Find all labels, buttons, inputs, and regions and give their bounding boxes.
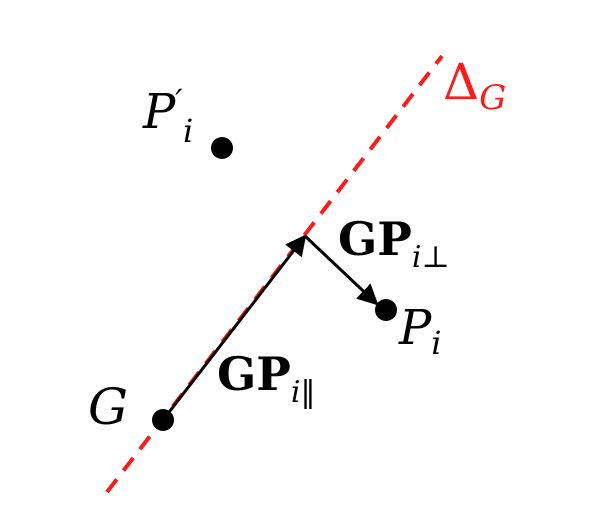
point-pi-prime-dot <box>211 137 233 159</box>
vector-gp-perpendicular-main: GP <box>338 212 412 266</box>
vector-gp-perpendicular-arrow <box>303 234 379 306</box>
vector-gp-parallel-main: GP <box>217 347 291 401</box>
vector-gp-parallel-arrow <box>161 234 307 421</box>
point-g-dot <box>152 409 174 431</box>
point-pi-subscript: i <box>431 324 441 362</box>
axis-delta-symbol: Δ <box>443 53 479 111</box>
point-pi-prime-label: P′i <box>142 82 193 150</box>
vector-gp-parallel-label: GPi‖ <box>217 347 315 410</box>
point-pi-letter: P <box>398 300 432 356</box>
axis-delta-g-label: ΔG <box>443 53 506 118</box>
point-pi-dot <box>375 299 397 321</box>
point-g-label: G <box>88 378 128 436</box>
axis-delta-subscript: G <box>479 78 506 118</box>
point-pi-prime-mark: ′ <box>175 82 183 120</box>
point-pi-label: Pi <box>398 300 442 362</box>
vector-gp-perpendicular-label: GPi⊥ <box>338 212 450 275</box>
point-pi-prime-letter: P <box>142 84 176 140</box>
vector-gp-parallel-subscript: i‖ <box>291 375 316 410</box>
vector-gp-perpendicular-subscript: i⊥ <box>412 240 450 275</box>
point-pi-prime-subscript: i <box>183 112 193 150</box>
